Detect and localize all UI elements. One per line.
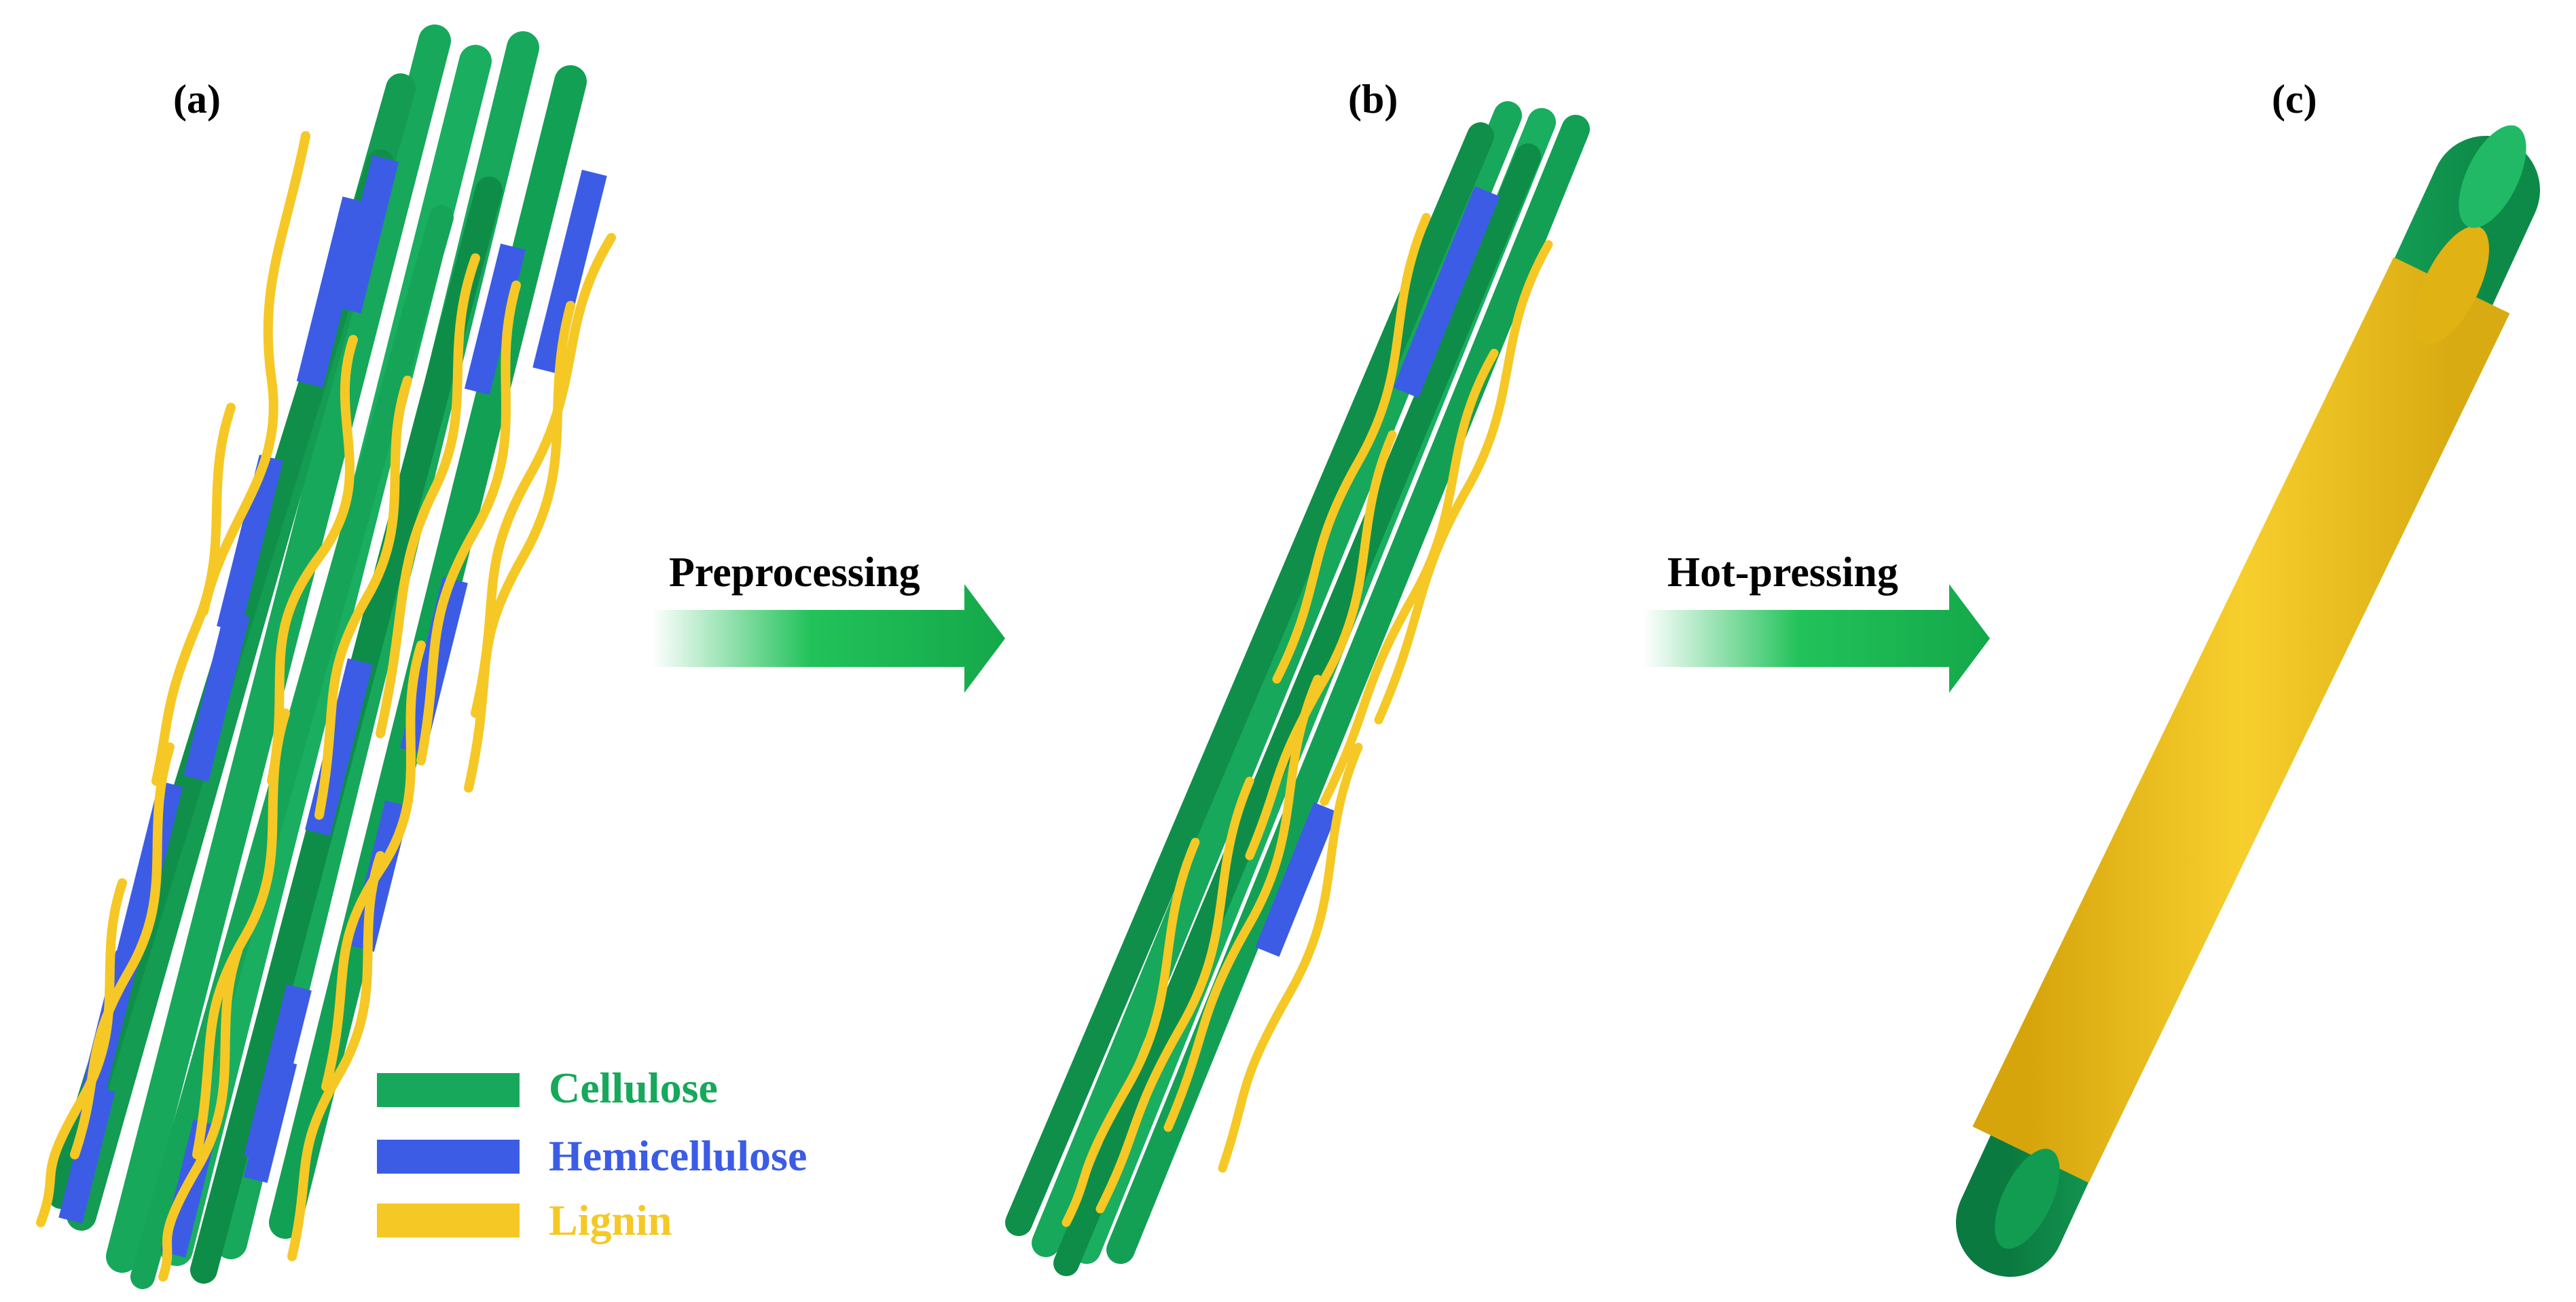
legend-label-hemicellulose: Hemicellulose <box>549 1132 808 1180</box>
legend-swatches <box>377 1073 520 1237</box>
panel-label-c: (c) <box>2272 77 2317 122</box>
hemicellulose-blocks-compact <box>1255 186 1500 957</box>
lignin-strands-compact <box>1062 213 1553 1227</box>
step-label-hot-pressing: Hot-pressing <box>1667 549 1898 596</box>
step-label-preprocessing: Preprocessing <box>669 549 920 596</box>
panel-a-fiber-bundle <box>36 24 616 1289</box>
panel-c-coated-fiber <box>1956 125 2540 1277</box>
preprocessing-arrow <box>652 584 1005 693</box>
cellulose-rods-compact <box>1005 101 1590 1276</box>
legend-label-lignin: Lignin <box>549 1196 672 1244</box>
panel-label-a: (a) <box>173 77 221 122</box>
legend-swatch-hemicellulose <box>377 1140 520 1174</box>
legend-swatch-lignin <box>377 1204 520 1237</box>
panel-b-fiber-bundle <box>1005 101 1590 1276</box>
lignin-strands <box>36 131 616 1282</box>
legend-label-cellulose: Cellulose <box>549 1064 718 1112</box>
panel-label-b: (b) <box>1348 77 1398 122</box>
hot-pressing-arrow <box>1644 584 1990 693</box>
legend-swatch-cellulose <box>377 1073 520 1107</box>
